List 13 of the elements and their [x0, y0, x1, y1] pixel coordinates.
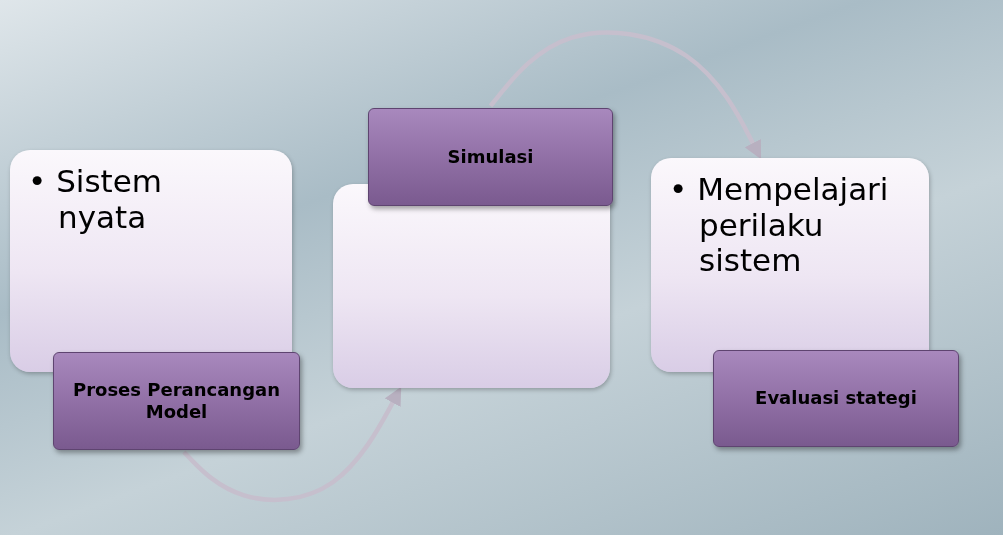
label-box	[713, 350, 959, 447]
content-box	[10, 150, 292, 372]
box-label: Evaluasi stategi	[755, 387, 917, 410]
label-box	[53, 352, 300, 450]
bullet-text: • Sistem nyata	[28, 164, 163, 236]
bullet-text: • Mempelajari perilaku sistem	[669, 172, 890, 279]
empty-box	[333, 184, 610, 388]
content-box	[651, 158, 929, 372]
curved-arrow	[182, 386, 402, 503]
box-label: Proses Perancangan Model	[71, 378, 282, 424]
label-box	[368, 108, 613, 206]
curved-arrow	[488, 30, 762, 160]
box-label: Simulasi	[447, 145, 534, 169]
